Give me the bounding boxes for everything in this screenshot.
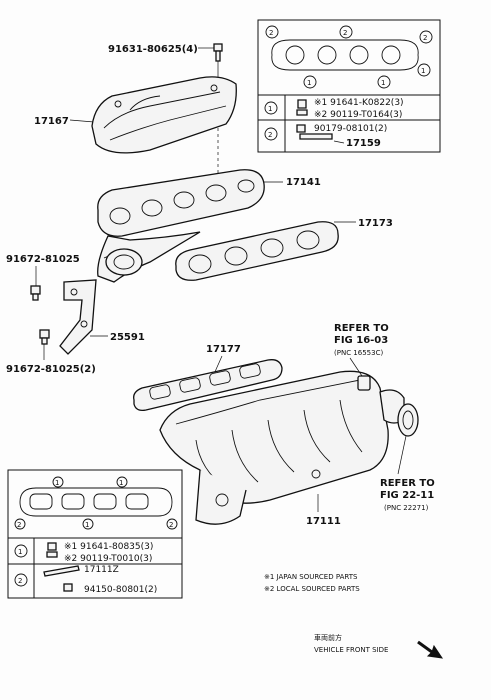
part-number: ※1 91641-K0822(3) xyxy=(314,98,404,108)
row-index: 2 xyxy=(18,577,22,585)
part-number: ※2 90119-T0164(3) xyxy=(314,110,402,120)
callout-bolt-top: 91631-80625(4) xyxy=(108,44,198,55)
intake-manifold: 17111 xyxy=(159,370,405,527)
callout-heat-insulator: 17167 xyxy=(34,116,69,127)
row-index: 2 xyxy=(268,131,272,139)
bolt-top: 91631-80625(4) xyxy=(108,43,223,175)
gasket-mark: 2 xyxy=(343,29,347,37)
legend-note-japan: ※1 JAPAN SOURCED PARTS xyxy=(264,573,358,581)
intake-gasket: 17177 xyxy=(133,344,283,412)
stay-and-bolts: 91672-81025 25591 91672-81025(2) xyxy=(6,254,145,375)
gasket-mark: 2 xyxy=(269,29,273,37)
legend-note-local: ※2 LOCAL SOURCED PARTS xyxy=(264,585,360,593)
row-index: 1 xyxy=(18,548,22,556)
direction-jp: 車両前方 xyxy=(314,633,342,642)
part-number: 90179-08101(2) xyxy=(314,124,387,134)
row-index: 1 xyxy=(268,105,272,113)
part-number: 94150-80801(2) xyxy=(84,585,157,595)
refer-label: REFER TO xyxy=(334,323,389,334)
gasket-mark: 2 xyxy=(169,521,173,529)
gasket-mark: 2 xyxy=(423,34,427,42)
part-number: ※2 90119-T0010(3) xyxy=(64,554,152,564)
reference-table-top: 2 2 1 1 2 1 1 ※1 91641-K0822(3) ※2 90119… xyxy=(257,19,441,153)
refer-label: REFER TO xyxy=(380,478,435,489)
source-legend: ※1 JAPAN SOURCED PARTS ※2 LOCAL SOURCED … xyxy=(264,573,360,593)
part-number: 17159 xyxy=(346,138,381,149)
gasket-mark: 1 xyxy=(381,79,385,87)
refer-figure: FIG 16-03 xyxy=(334,335,388,346)
direction-en: VEHICLE FRONT SIDE xyxy=(314,646,388,654)
gasket-mark: 1 xyxy=(307,79,311,87)
exhaust-manifold: 17141 xyxy=(97,169,321,283)
refer-pnc: (PNC 22271) xyxy=(384,504,429,512)
callout-exhaust-manifold: 17141 xyxy=(286,177,321,188)
callout-stay: 25591 xyxy=(110,332,145,343)
callout-bolt-left-2: 91672-81025(2) xyxy=(6,364,96,375)
callout-exhaust-gasket: 17173 xyxy=(358,218,393,229)
gasket-mark: 1 xyxy=(421,67,425,75)
callout-bolt-left: 91672-81025 xyxy=(6,254,80,265)
refer-fig-16-03: REFER TO FIG 16-03 (PNC 16553C) xyxy=(334,323,389,391)
callout-intake-manifold: 17111 xyxy=(306,516,341,527)
callout-intake-gasket: 17177 xyxy=(206,344,241,355)
refer-figure: FIG 22-11 xyxy=(380,490,434,501)
part-number: ※1 91641-80835(3) xyxy=(64,542,153,552)
refer-fig-22-11: REFER TO FIG 22-11 (PNC 22271) xyxy=(380,403,435,512)
exhaust-gasket: 17173 xyxy=(175,218,393,281)
gasket-mark: 1 xyxy=(55,479,59,487)
reference-table-bottom: 1 1 1 2 2 1 ※1 91641-80835(3) ※2 90119-T… xyxy=(7,469,183,599)
part-number: 17111Z xyxy=(84,565,119,575)
vehicle-front-indicator: 車両前方 VEHICLE FRONT SIDE xyxy=(314,633,444,659)
refer-pnc: (PNC 16553C) xyxy=(334,349,383,357)
heat-insulator: 17167 xyxy=(34,76,237,154)
gasket-mark: 2 xyxy=(17,521,21,529)
gasket-mark: 1 xyxy=(85,521,89,529)
gasket-mark: 1 xyxy=(119,479,123,487)
